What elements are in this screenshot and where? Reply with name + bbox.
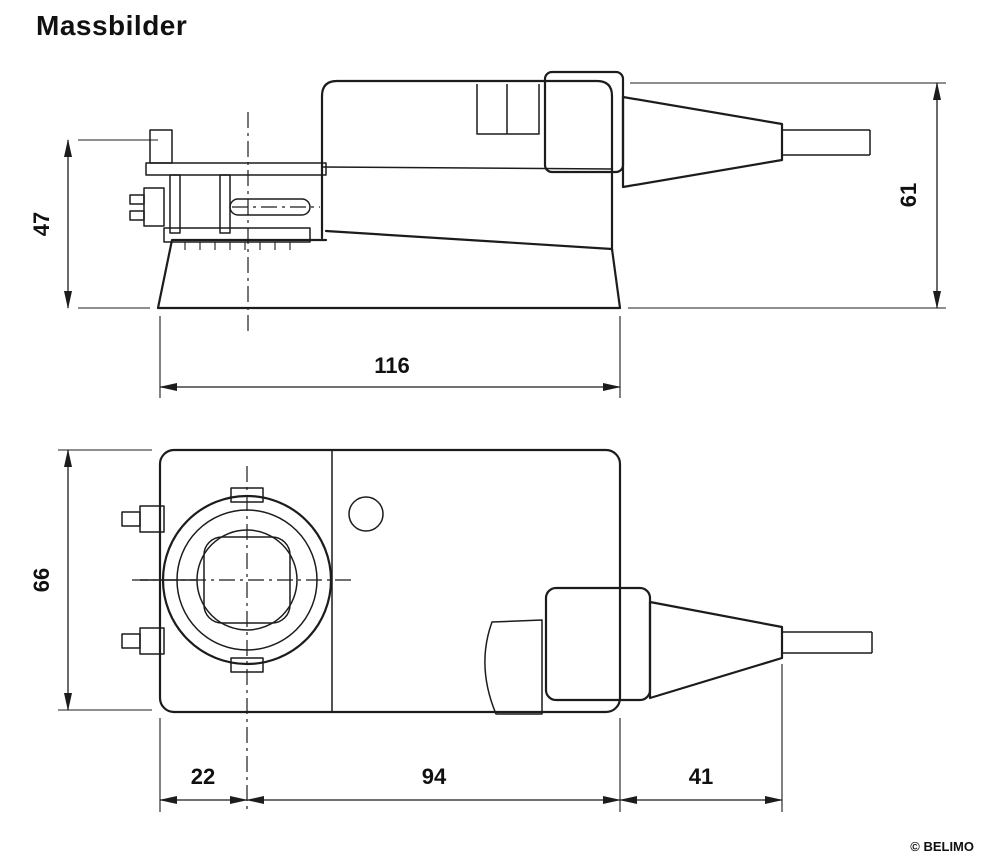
dim-116-label: 116 bbox=[374, 353, 410, 378]
side-bolt-lower-nut bbox=[139, 627, 165, 655]
dim-94-label: 94 bbox=[422, 764, 447, 789]
u-bolt-left-leg bbox=[169, 174, 181, 234]
bolt-head-upper bbox=[129, 194, 145, 205]
dim-66-label: 66 bbox=[29, 568, 54, 592]
bolt-nut-bar bbox=[143, 187, 165, 227]
dim-22-label: 22 bbox=[191, 764, 215, 789]
manual-lever-flap bbox=[484, 619, 543, 715]
side-view: 47 61 116 bbox=[29, 70, 946, 398]
body-hole bbox=[348, 496, 384, 532]
dim-61-label: 61 bbox=[896, 183, 921, 207]
bracket-serration bbox=[184, 242, 291, 250]
mounting-bracket bbox=[129, 129, 327, 250]
top-detail-box bbox=[476, 84, 540, 135]
cable-plan bbox=[782, 631, 873, 654]
dimension-bottom-row: 22 94 41 bbox=[159, 664, 783, 812]
bracket-bottom-plate bbox=[163, 227, 311, 243]
dimension-116: 116 bbox=[159, 316, 621, 398]
base-plate bbox=[156, 238, 622, 310]
dim-41-label: 41 bbox=[689, 764, 713, 789]
page-title: Massbilder bbox=[36, 10, 188, 41]
side-bolt-lower-head bbox=[121, 633, 141, 649]
bracket-top-tab bbox=[149, 129, 173, 164]
clamp-shaft bbox=[229, 198, 311, 216]
dimension-61: 61 bbox=[628, 82, 946, 309]
housing-underside bbox=[324, 229, 614, 251]
u-bolt-right-leg bbox=[219, 174, 231, 234]
actuator-body-plan bbox=[158, 448, 622, 714]
housing-parting-line bbox=[321, 166, 613, 170]
bracket-plate bbox=[145, 162, 327, 176]
copyright-notice: © BELIMO bbox=[910, 839, 974, 854]
dim-47-label: 47 bbox=[29, 212, 54, 236]
cable-gland-plan bbox=[648, 600, 784, 700]
cable-gland bbox=[621, 95, 784, 189]
actuator-housing bbox=[320, 79, 614, 252]
dimension-47: 47 bbox=[29, 139, 158, 309]
dimension-66: 66 bbox=[29, 449, 152, 711]
plan-view: 66 22 94 41 bbox=[29, 448, 873, 812]
side-bolt-upper-head bbox=[121, 511, 141, 527]
bolt-head-lower bbox=[129, 210, 145, 221]
connector-block-plan bbox=[544, 586, 652, 702]
side-bolt-upper-nut bbox=[139, 505, 165, 533]
cable bbox=[782, 129, 871, 156]
